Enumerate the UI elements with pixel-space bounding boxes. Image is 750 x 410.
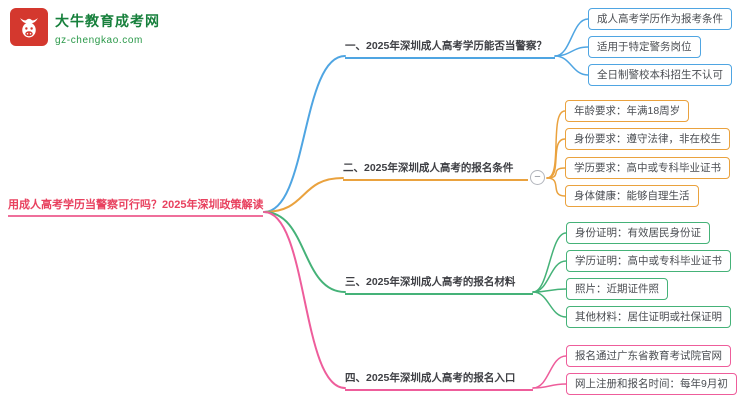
edge xyxy=(546,167,566,179)
site-logo[interactable]: 大牛教育成考网 gz-chengkao.com xyxy=(10,8,160,46)
branch-node[interactable]: 三、2025年深圳成人高考的报名材料 xyxy=(345,274,533,295)
collapse-button[interactable]: − xyxy=(530,170,545,185)
leaf-node[interactable]: 身份要求：遵守法律，非在校生 xyxy=(565,128,730,150)
leaf-node[interactable]: 成人高考学历作为报考条件 xyxy=(588,8,732,30)
leaf-node[interactable]: 身份证明：有效居民身份证 xyxy=(566,222,710,244)
branch-node[interactable]: 二、2025年深圳成人高考的报名条件 xyxy=(343,160,528,181)
edge xyxy=(532,232,567,293)
edge xyxy=(532,288,567,293)
edge xyxy=(263,177,344,213)
edge xyxy=(532,383,567,389)
edge xyxy=(263,55,346,213)
leaf-node[interactable]: 全日制警校本科招生不认可 xyxy=(588,64,732,86)
edge xyxy=(546,110,566,179)
edge xyxy=(546,138,566,179)
logo-subtitle: gz-chengkao.com xyxy=(55,35,143,46)
branch-node[interactable]: 一、2025年深圳成人高考学历能否当警察？ xyxy=(345,38,555,59)
edge xyxy=(554,55,589,76)
leaf-node[interactable]: 年龄要求：年满18周岁 xyxy=(565,100,690,122)
leaf-node[interactable]: 学历证明：高中或专科毕业证书 xyxy=(566,250,731,272)
root-node[interactable]: 用成人高考学历当警察可行吗？2025年深圳政策解读 xyxy=(8,196,264,217)
logo-text: 大牛教育成考网 gz-chengkao.com xyxy=(55,8,160,46)
edge xyxy=(554,18,589,57)
leaf-node[interactable]: 身体健康：能够自理生活 xyxy=(565,185,699,207)
logo-title: 大牛教育成考网 xyxy=(55,13,160,29)
edge xyxy=(532,355,567,389)
edge xyxy=(532,291,567,318)
leaf-node[interactable]: 适用于特定警务岗位 xyxy=(588,36,701,58)
edge xyxy=(263,211,346,389)
leaf-node[interactable]: 其他材料：居住证明或社保证明 xyxy=(566,306,731,328)
leaf-node[interactable]: 学历要求：高中或专科毕业证书 xyxy=(565,157,730,179)
leaf-node[interactable]: 报名通过广东省教育考试院官网 xyxy=(566,345,731,367)
leaf-node[interactable]: 网上注册和报名时间：每年9月初 xyxy=(566,373,737,395)
edge xyxy=(546,177,566,197)
bull-logo-icon xyxy=(10,8,48,46)
branch-node[interactable]: 四、2025年深圳成人高考的报名入口 xyxy=(345,370,533,391)
edge xyxy=(532,260,567,293)
edge xyxy=(554,46,589,57)
edge xyxy=(263,211,346,293)
leaf-node[interactable]: 照片：近期证件照 xyxy=(566,278,668,300)
